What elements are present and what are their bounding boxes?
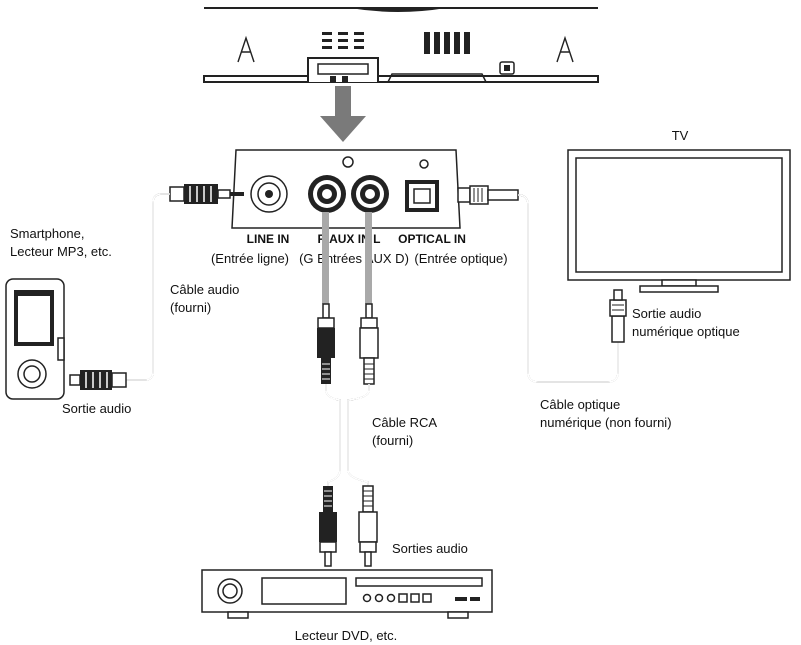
optical-out-label-1: Sortie audio	[632, 306, 701, 321]
rca-plug-red-upper	[317, 303, 335, 384]
audio-cable	[69, 184, 244, 390]
line-in-jack	[250, 175, 288, 213]
line-in-label: LINE IN	[247, 232, 290, 246]
optical-in-fr-label: (Entrée optique)	[414, 251, 507, 266]
optical-cable-label-1: Câble optique	[540, 397, 620, 412]
rca-plug-red-lower	[319, 486, 337, 567]
input-panel	[231, 149, 461, 229]
dvd-player-icon	[201, 569, 493, 619]
smartphone-label-2: Lecteur MP3, etc.	[10, 244, 112, 259]
vent-grill-right	[424, 32, 470, 54]
tv-label: TV	[672, 128, 689, 143]
vent-grill-left	[322, 32, 364, 49]
rca-cable	[317, 303, 379, 567]
optical-cable	[457, 185, 627, 383]
aux-in-left-jack	[351, 175, 389, 213]
lock-icon	[499, 61, 515, 75]
optical-out-label-2: numérique optique	[632, 324, 740, 339]
line-in-fr-label: (Entrée ligne)	[211, 251, 289, 266]
down-arrow-icon	[320, 86, 366, 142]
tv-icon	[567, 149, 791, 293]
audio-outs-label: Sorties audio	[392, 541, 468, 556]
audio-cable-label-1: Câble audio	[170, 282, 239, 297]
optical-cable-label-2: numérique (non fourni)	[540, 415, 672, 430]
rca-guide-left	[365, 212, 372, 304]
rca-cable-label-2: (fourni)	[372, 433, 413, 448]
audio-out-label: Sortie audio	[62, 401, 131, 416]
rca-plug-white-lower	[358, 485, 378, 567]
optical-in-jack	[405, 180, 439, 212]
audio-cable-label-2: (fourni)	[170, 300, 211, 315]
dvd-label: Lecteur DVD, etc.	[295, 628, 398, 643]
aux-in-label: R AUX IN L	[318, 232, 381, 246]
optical-in-label: OPTICAL IN	[398, 232, 466, 246]
mp3-player-icon	[5, 278, 65, 400]
rca-guide-right	[322, 212, 329, 304]
smartphone-label-1: Smartphone,	[10, 226, 84, 241]
aux-in-fr-label: (G Entrées AUX D)	[299, 251, 409, 266]
rca-plug-white-upper	[359, 303, 379, 385]
aux-in-right-jack	[308, 175, 346, 213]
rca-cable-label-1: Câble RCA	[372, 415, 437, 430]
speaker-unit	[203, 7, 599, 83]
